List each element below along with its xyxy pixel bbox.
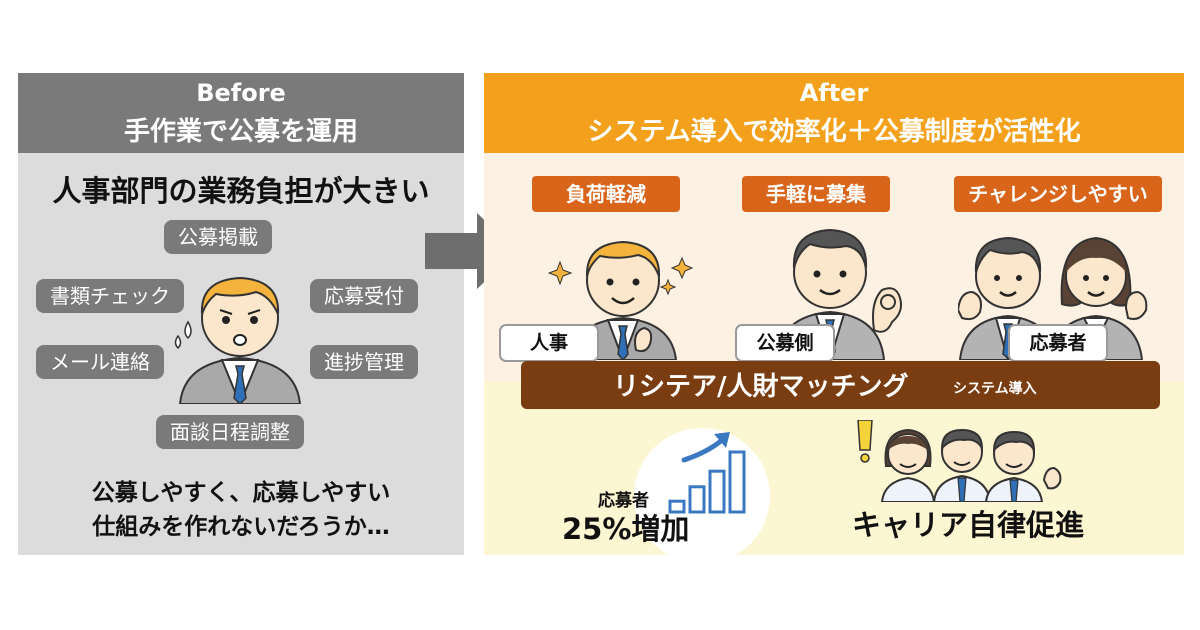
before-headline: 人事部門の業務負担が大きい	[52, 174, 430, 208]
stat-label: 応募者	[598, 491, 649, 511]
career-autonomy-text: キャリア自律促進	[852, 508, 1085, 542]
before-header: Before 手作業で公募を運用	[18, 73, 464, 153]
task-application-intake: 応募受付	[310, 279, 418, 313]
after-subtitle: システム導入で効率化＋公募制度が活性化	[587, 117, 1081, 147]
benefit-easy-recruiting: 手軽に募集	[742, 176, 890, 212]
role-applicant: 応募者	[1008, 324, 1108, 362]
exclamation-icon	[857, 420, 873, 451]
career-group-illustration	[857, 420, 1062, 502]
growth-bar	[728, 450, 746, 514]
task-document-check: 書類チェック	[36, 279, 184, 313]
growth-bar	[688, 485, 706, 514]
stat-value: 25%増加	[562, 512, 690, 546]
role-recruiter: 公募側	[735, 324, 835, 362]
task-interview-scheduling: 面談日程調整	[156, 415, 304, 449]
after-header: After システム導入で効率化＋公募制度が活性化	[484, 73, 1184, 153]
task-email-contact: メール連絡	[36, 345, 164, 379]
trend-arrowhead-icon	[714, 432, 730, 448]
system-introduction-label: システム導入	[953, 381, 1037, 397]
conclusion-line-2: 仕組みを作れないだろうか…	[92, 514, 390, 540]
conclusion-line-1: 公募しやすく、応募しやすい	[91, 480, 391, 506]
before-conclusion: 公募しやすく、応募しやすい 仕組みを作れないだろうか…	[18, 476, 464, 544]
growth-bar-chart-icon	[668, 432, 746, 514]
growth-bar	[708, 469, 726, 514]
before-subtitle: 手作業で公募を運用	[123, 117, 358, 147]
growth-bar	[668, 499, 686, 514]
system-name: リシテア/人財マッチング	[613, 372, 909, 402]
benefit-reduced-load: 負荷軽減	[532, 176, 680, 212]
growth-trend-arrow-icon	[681, 437, 725, 463]
after-label: After	[799, 79, 869, 107]
before-label: Before	[196, 79, 286, 107]
role-hr: 人事	[499, 324, 599, 362]
after-panel-bottom	[484, 381, 1184, 555]
task-progress-management: 進捗管理	[310, 345, 418, 379]
system-introduction-bar: リシテア/人財マッチング システム導入	[521, 361, 1160, 409]
growth-bars	[668, 450, 746, 514]
benefit-easy-challenge: チャレンジしやすい	[954, 176, 1162, 212]
task-posting: 公募掲載	[164, 220, 272, 254]
worried-hr-person-illustration	[174, 276, 302, 404]
